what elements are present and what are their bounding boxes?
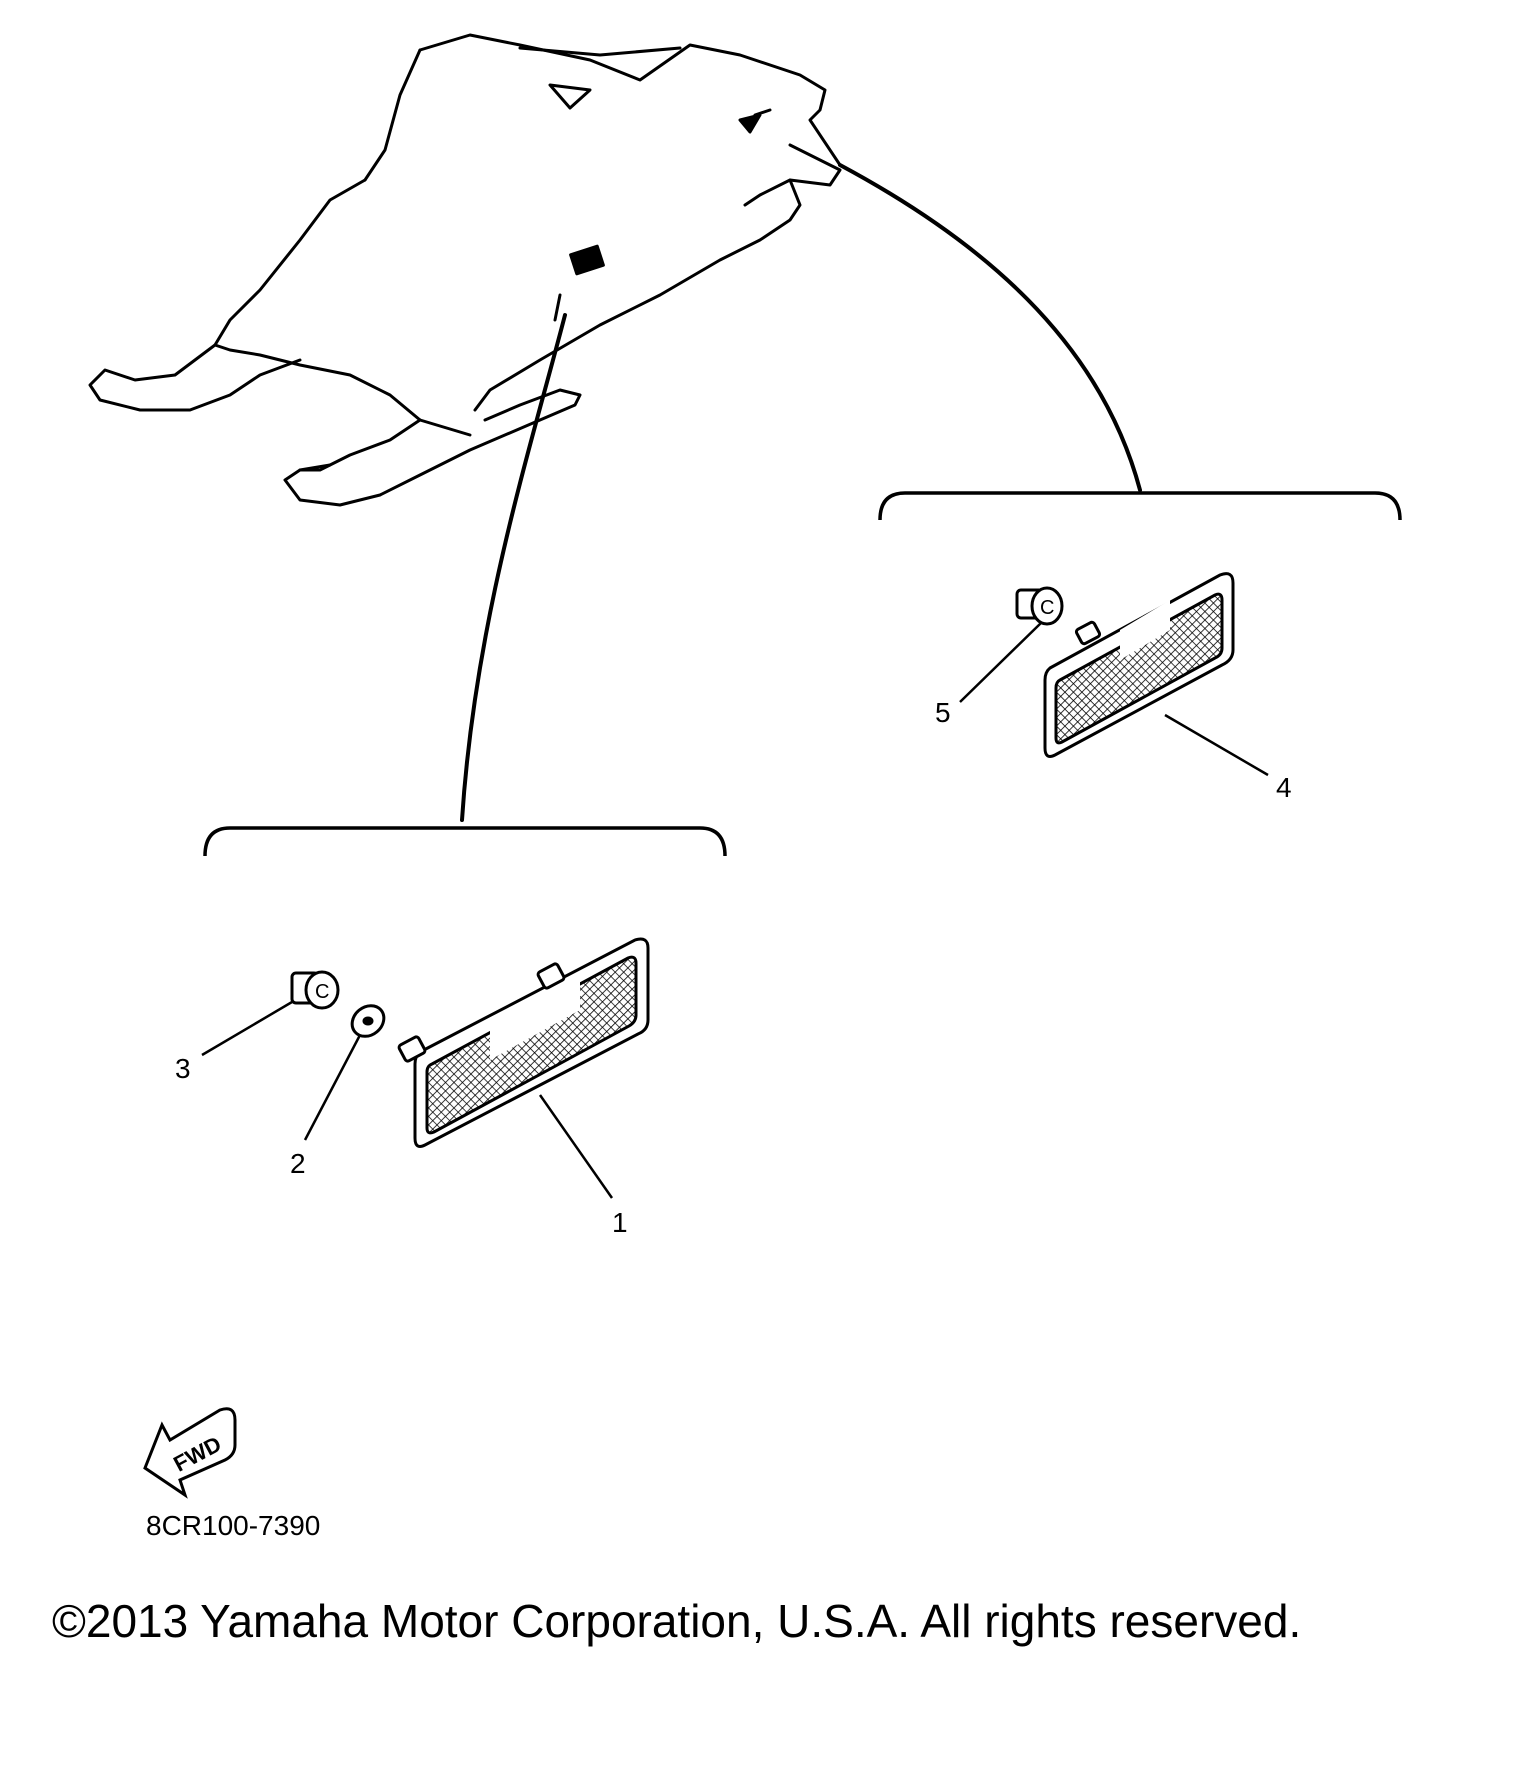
copyright-notice: ©2013 Yamaha Motor Corporation, U.S.A. A…	[52, 1595, 1302, 1647]
callout-5: 5	[935, 697, 951, 728]
callout-2: 2	[290, 1148, 306, 1179]
fwd-arrow-icon: FWD	[143, 1407, 237, 1499]
snowmobile-illustration	[88, 33, 842, 507]
nut-part-5: C	[1015, 586, 1064, 626]
svg-text:C: C	[315, 981, 329, 1003]
nut-part-3: C	[290, 970, 340, 1010]
bracket-lower-left	[203, 826, 727, 857]
reflector-part-1	[397, 937, 650, 1148]
bracket-upper-right	[878, 491, 1402, 521]
callout-4: 4	[1276, 772, 1292, 803]
part-code: 8CR100-7390	[146, 1510, 321, 1541]
callout-3: 3	[175, 1053, 191, 1084]
reflector-part-4	[1043, 572, 1235, 758]
callout-leaders	[201, 621, 1269, 1199]
svg-text:C: C	[1040, 597, 1054, 619]
washer-part-2	[350, 1004, 386, 1038]
callout-1: 1	[612, 1207, 628, 1238]
leader-lines	[460, 163, 1142, 822]
